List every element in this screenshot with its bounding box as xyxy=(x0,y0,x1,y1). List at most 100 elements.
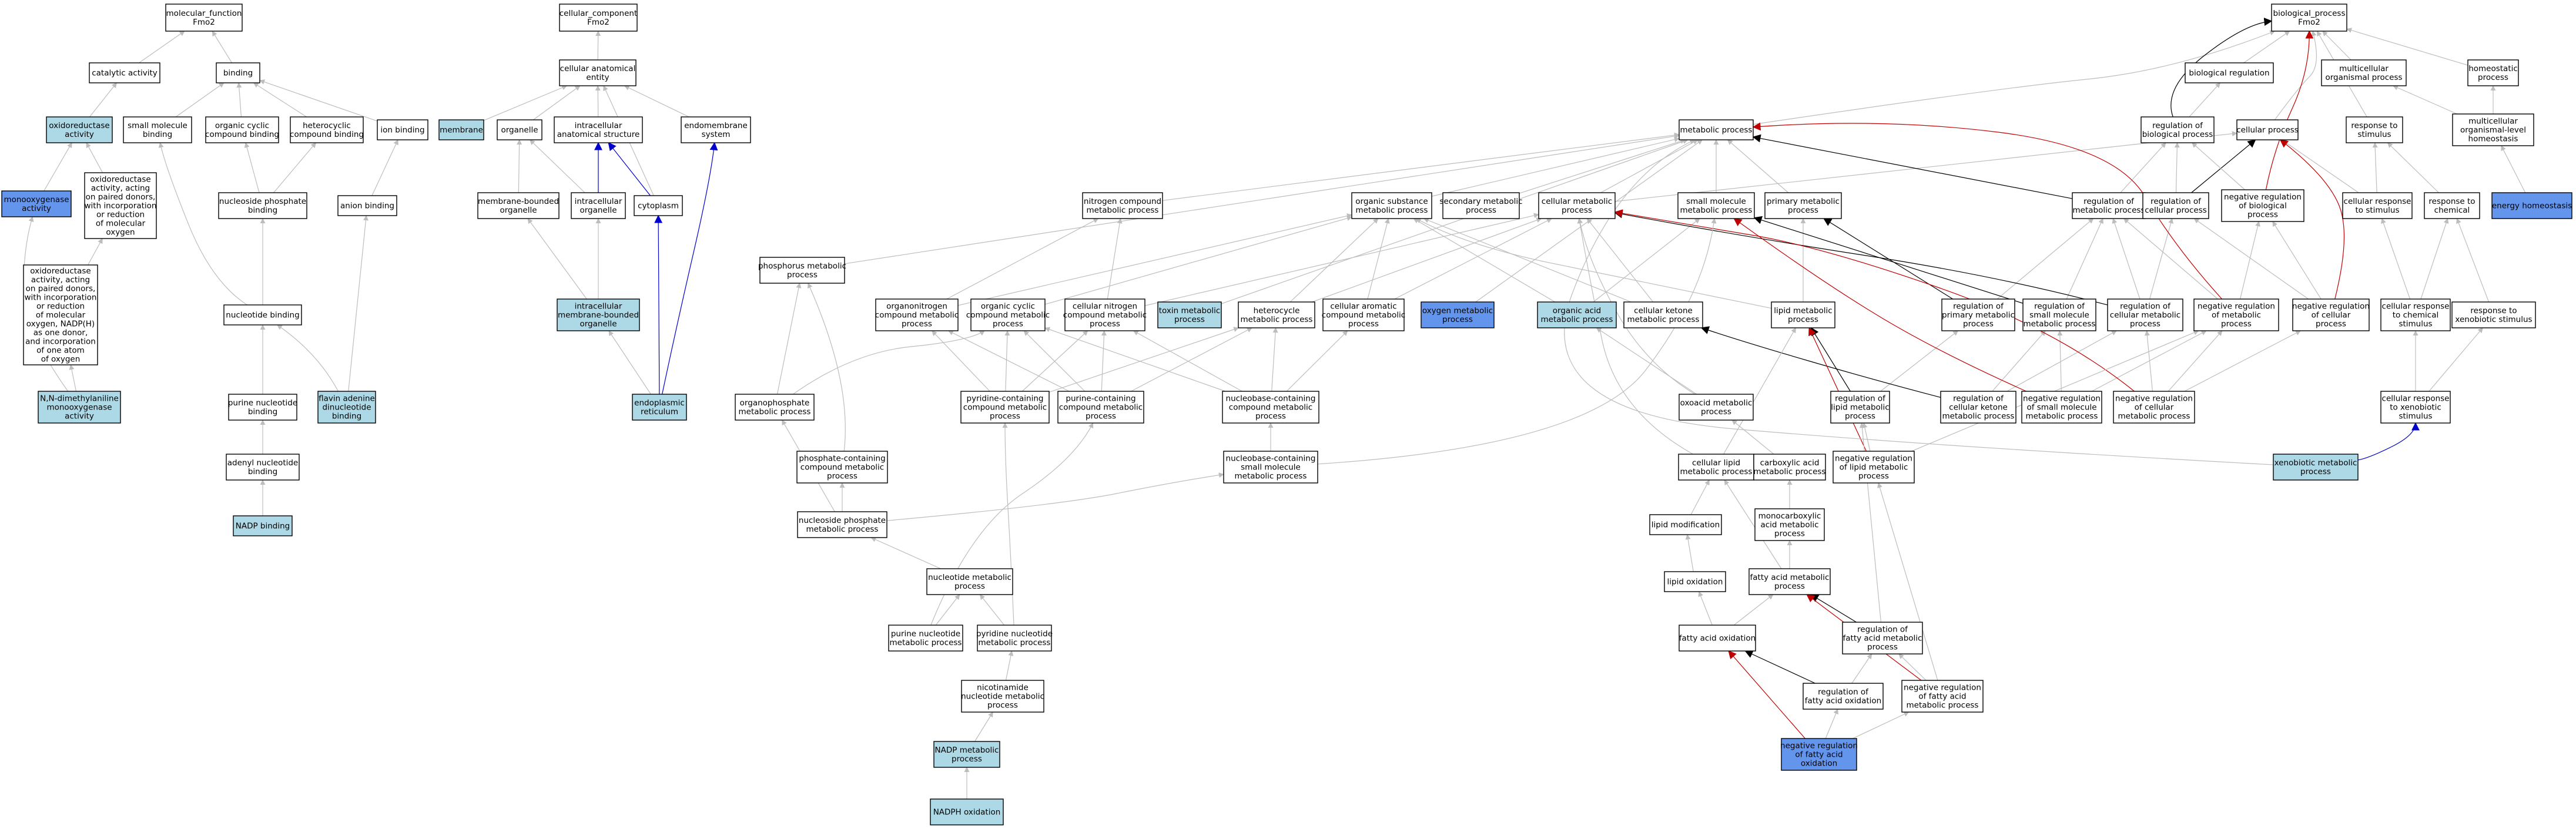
go-term-node-membrane[interactable]: membrane xyxy=(438,119,484,140)
go-term-node-lipox[interactable]: lipid oxidation xyxy=(1664,571,1726,592)
go-term-node-lipmod[interactable]: lipid modification xyxy=(1649,514,1722,535)
go-term-node-cytoplasm[interactable]: cytoplasm xyxy=(634,195,683,216)
go-term-node-nadphox[interactable]: NADPH oxidation xyxy=(930,798,1004,825)
go-term-node-nucb[interactable]: nucleotide binding xyxy=(223,304,302,325)
go-term-node-metab[interactable]: metabolic process xyxy=(1679,119,1754,140)
go-term-node-biolreg[interactable]: biological regulation xyxy=(2185,62,2274,83)
go-term-node-binding[interactable]: binding xyxy=(216,62,260,83)
go-term-node-anionb[interactable]: anion binding xyxy=(337,195,397,216)
go-term-node-organelle[interactable]: organelle xyxy=(497,119,542,140)
go-term-node-cellproc[interactable]: cellular process xyxy=(2236,119,2299,140)
go-term-node-faox[interactable]: fatty acid oxidation xyxy=(1679,625,1756,652)
go-term-node-ionb[interactable]: ion binding xyxy=(377,119,428,140)
go-term-node-catalytic[interactable]: catalytic activity xyxy=(89,62,160,83)
go-term-node-energy[interactable]: energy homeostasis xyxy=(2491,192,2572,219)
go-term-node-nadpb[interactable]: NADP binding xyxy=(233,515,293,536)
